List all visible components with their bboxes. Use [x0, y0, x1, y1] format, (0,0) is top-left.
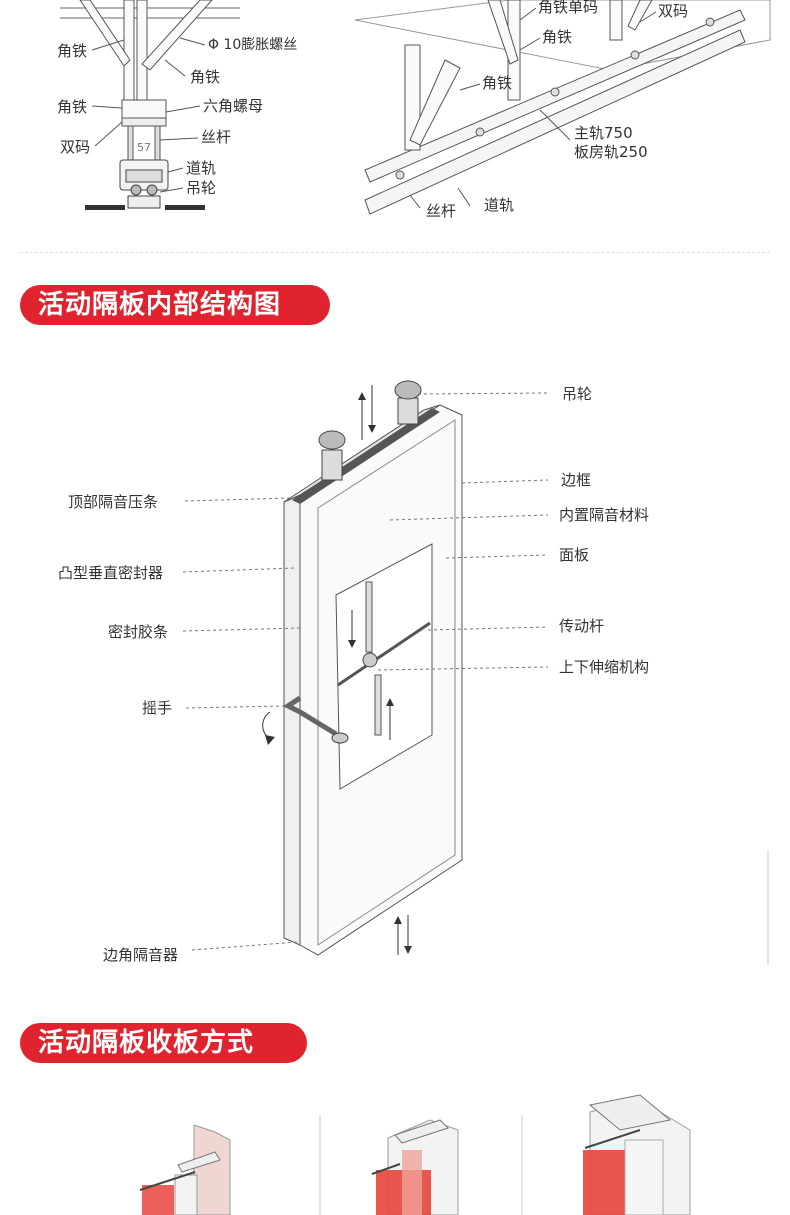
- label-track: 道轨: [484, 196, 515, 214]
- top-left-track-diagram: 角铁 Φ 10膨胀螺丝 角铁 角铁 六角螺母 双码 丝杆 57 道轨 吊轮: [0, 0, 330, 220]
- label-convex-vertical-seal: 凸型垂直密封器: [58, 564, 164, 582]
- label-hanging-wheel: 吊轮: [562, 385, 593, 403]
- label-corner-soundproof: 边角隔音器: [103, 946, 179, 964]
- label-angle-iron-1: 角铁: [57, 42, 88, 60]
- panel-drawing: [182, 380, 769, 965]
- top-right-track-diagram: 角铁单码 双码 角铁 角铁 主轨750 板房轨250 丝杆 道轨: [340, 0, 790, 230]
- top-right-drawing: [354, 0, 771, 215]
- label-hanging-wheel: 吊轮: [186, 179, 217, 197]
- label-angle-iron-2: 角铁: [482, 74, 513, 92]
- label-seal-rubber-strip: 密封胶条: [108, 623, 169, 641]
- section-title-stacking-method: 活动隔板收板方式: [20, 1023, 307, 1063]
- label-telescopic-mechanism: 上下伸缩机构: [559, 658, 650, 676]
- stacking-illustrations: [0, 1090, 790, 1215]
- label-expansion-bolt: Φ 10膨胀螺丝: [208, 37, 298, 53]
- label-panel: 面板: [559, 546, 590, 564]
- label-track: 道轨: [186, 159, 217, 177]
- label-dimension-57: 57: [137, 141, 151, 154]
- label-angle-iron-2: 角铁: [190, 68, 221, 86]
- label-transmission-rod: 传动杆: [559, 617, 605, 635]
- label-main-rail: 主轨750: [574, 124, 633, 142]
- label-angle-iron-3: 角铁: [57, 98, 88, 116]
- label-single-angle-clamp: 角铁单码: [538, 0, 599, 16]
- label-angle-iron-1: 角铁: [542, 28, 573, 46]
- label-hex-nut: 六角螺母: [203, 97, 264, 115]
- label-frame: 边框: [561, 471, 592, 489]
- label-top-seal-strip: 顶部隔音压条: [68, 493, 159, 511]
- label-double-clamp: 双码: [658, 2, 689, 20]
- label-screw-rod: 丝杆: [426, 202, 457, 220]
- label-board-rail: 板房轨250: [574, 143, 648, 161]
- label-double-clamp: 双码: [60, 138, 91, 156]
- stacking-drawing: [139, 1094, 691, 1215]
- label-screw-rod: 丝杆: [201, 128, 232, 146]
- section-title-internal-structure: 活动隔板内部结构图: [20, 285, 330, 325]
- label-soundproof-material: 内置隔音材料: [559, 506, 650, 524]
- section-divider: [20, 252, 770, 253]
- panel-structure-diagram: 顶部隔音压条 凸型垂直密封器 密封胶条 摇手 边角隔音器 吊轮 边框 内置隔音材…: [0, 340, 790, 980]
- top-left-drawing: [60, 0, 240, 210]
- label-crank-handle: 摇手: [142, 699, 173, 717]
